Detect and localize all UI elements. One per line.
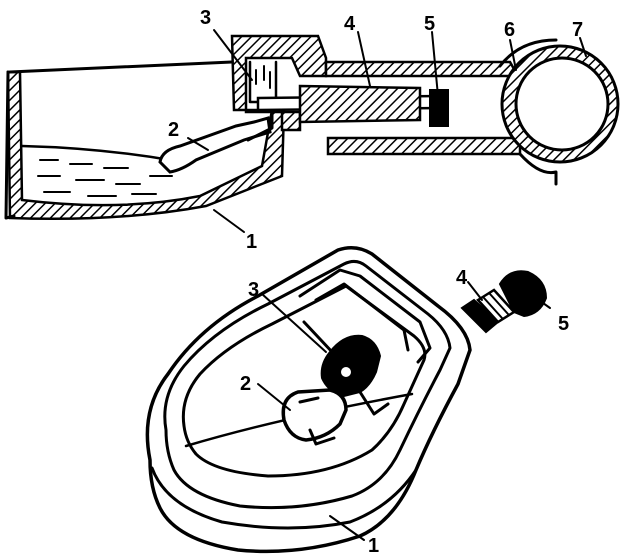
bottom-label-2: 2: [240, 373, 251, 395]
water-ripples: [37, 159, 173, 197]
bowl-lip: [4, 70, 16, 220]
bottom-label-1: 1: [368, 535, 379, 557]
lever-arm: [302, 320, 390, 416]
valve-pipe: [256, 60, 522, 156]
top-leader-lines: [187, 29, 587, 233]
valve-lever: [320, 334, 382, 398]
bowl-rim: [8, 60, 234, 74]
bottom-leader-lines: [257, 281, 551, 541]
lever-pivot: [339, 365, 353, 379]
tongue-stem: [246, 108, 274, 142]
pipe-lower-wall: [326, 136, 522, 156]
water-surface: [20, 144, 172, 162]
connector-threads-lines: [483, 293, 509, 319]
valve-plug: [429, 89, 449, 127]
bottom-label-3: 3: [248, 279, 259, 301]
pressing-tongue: [158, 116, 272, 174]
bowl-body-outer: [145, 246, 472, 554]
top-label-4: 4: [344, 13, 356, 35]
bowl-rim-inner: [163, 259, 452, 510]
top-label-7: 7: [572, 19, 583, 41]
top-label-2: 2: [168, 119, 179, 141]
pipe-clamp: [498, 38, 558, 186]
supply-pipe: [498, 38, 620, 186]
cross-section-view: 3 4 5 6 7 2 1: [4, 7, 620, 253]
bottom-label-5: 5: [558, 313, 569, 335]
rear-frame: [298, 268, 432, 364]
bowl-lower-body: [150, 466, 418, 530]
valve-seat-mark: [255, 65, 271, 89]
perspective-view: 3 2 4 5 1: [145, 246, 569, 557]
bowl-cavity: [181, 284, 427, 478]
supply-pipe-inner: [514, 56, 610, 152]
top-label-3: 3: [200, 7, 211, 29]
top-label-1: 1: [246, 231, 257, 253]
top-label-5: 5: [424, 13, 435, 35]
plate-stem: [298, 396, 336, 446]
pipe-upper-wall: [324, 60, 521, 78]
bottom-label-4: 4: [456, 267, 468, 289]
top-label-6: 6: [504, 19, 515, 41]
valve-sleeve: [298, 84, 422, 124]
cap-highlight: [511, 281, 531, 301]
